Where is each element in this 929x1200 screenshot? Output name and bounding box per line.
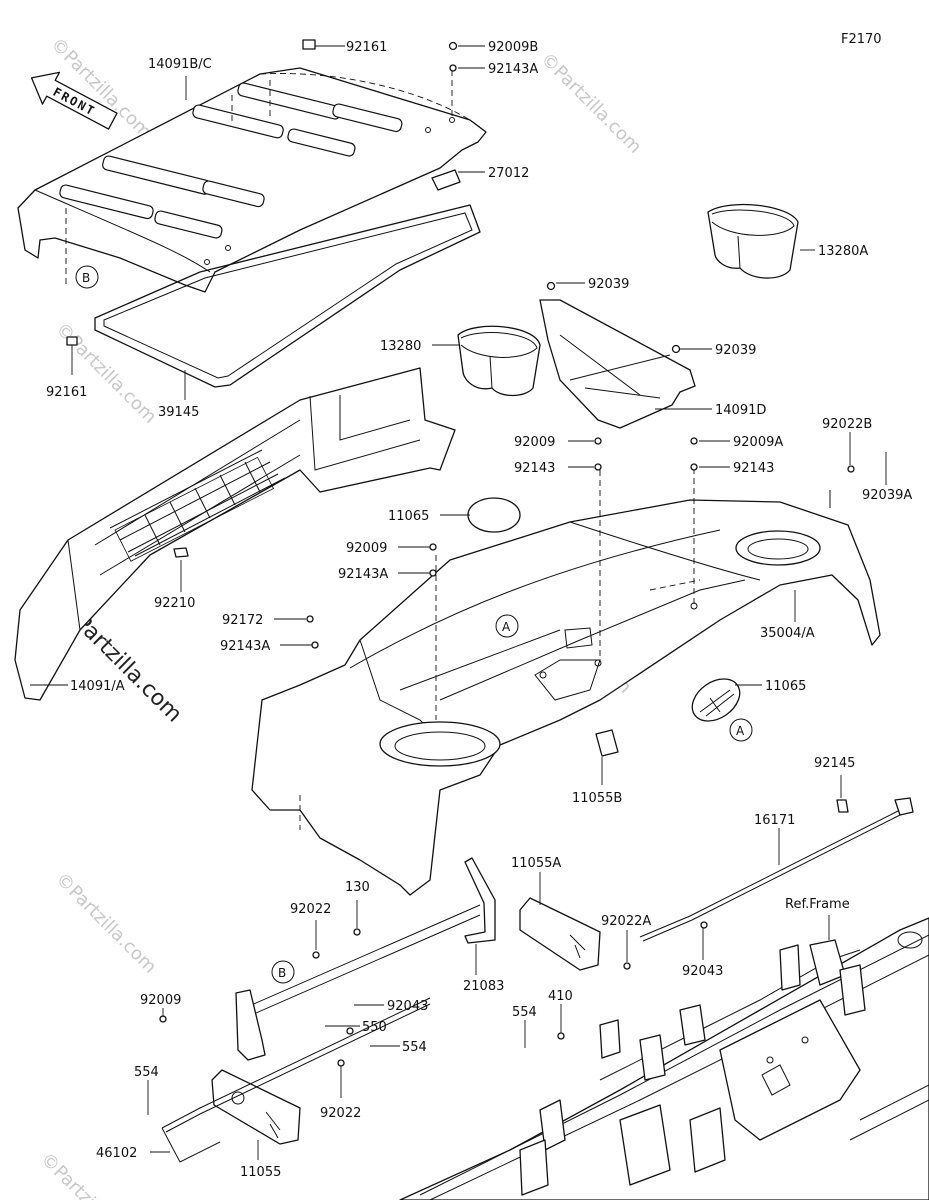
label-92009b: 92009B bbox=[488, 40, 538, 55]
label-92043-right: 92043 bbox=[682, 964, 723, 979]
label-11065-right: 11065 bbox=[765, 679, 806, 694]
bracket-14091d bbox=[539, 299, 696, 429]
label-554-left: 554 bbox=[134, 1065, 159, 1080]
label-92143a-left: 92143A bbox=[220, 639, 270, 654]
label-14091a: 14091/A bbox=[70, 679, 125, 694]
vehicle-frame bbox=[399, 917, 929, 1200]
label-46102: 46102 bbox=[96, 1146, 137, 1161]
label-11055b: 11055B bbox=[572, 791, 622, 806]
label-11065-top: 11065 bbox=[388, 509, 429, 524]
clip-27012 bbox=[431, 169, 461, 191]
rod-46102 bbox=[161, 997, 431, 1163]
leader-lines bbox=[30, 45, 887, 1160]
top-cover-14091bc bbox=[17, 67, 487, 293]
pad-92161-top bbox=[302, 39, 316, 50]
callout-b-bottom: B bbox=[271, 960, 295, 984]
label-11055: 11055 bbox=[240, 1165, 281, 1180]
label-ref-frame: Ref.Frame bbox=[785, 897, 850, 912]
label-92145: 92145 bbox=[814, 756, 855, 771]
pad-92161-left bbox=[66, 336, 78, 346]
label-92009-bottom: 92009 bbox=[140, 993, 181, 1008]
label-92161-top: 92161 bbox=[346, 40, 387, 55]
clip-92145 bbox=[836, 799, 849, 813]
label-16171: 16171 bbox=[754, 813, 795, 828]
cup-holder-13280a bbox=[707, 203, 799, 279]
cup-holder-13280 bbox=[457, 325, 541, 397]
seal-39145 bbox=[94, 204, 481, 388]
label-554-mid: 554 bbox=[512, 1005, 537, 1020]
label-13280: 13280 bbox=[380, 339, 421, 354]
label-92143-mid: 92143 bbox=[514, 461, 555, 476]
label-92210: 92210 bbox=[154, 596, 195, 611]
label-27012: 27012 bbox=[488, 166, 529, 181]
support-bar bbox=[235, 904, 481, 1061]
label-92143a-low: 92143A bbox=[338, 567, 388, 582]
callout-b-label: B bbox=[278, 966, 286, 980]
clip-92210 bbox=[173, 547, 189, 558]
label-554-center: 554 bbox=[402, 1040, 427, 1055]
label-92039-top: 92039 bbox=[588, 277, 629, 292]
label-92009-mid: 92009 bbox=[514, 435, 555, 450]
label-92143a-top: 92143A bbox=[488, 62, 538, 77]
callout-b-label: B bbox=[82, 271, 90, 285]
front-panel-14091a bbox=[14, 367, 456, 701]
label-92009a: 92009A bbox=[733, 435, 783, 450]
label-35004a: 35004/A bbox=[760, 626, 815, 641]
label-39145: 39145 bbox=[158, 405, 199, 420]
label-410: 410 bbox=[548, 989, 573, 1004]
label-92022a: 92022A bbox=[601, 914, 651, 929]
watermark: ©Partzilla.com bbox=[51, 869, 160, 978]
label-92143-right: 92143 bbox=[733, 461, 774, 476]
cap-11065-top bbox=[467, 497, 521, 533]
bracket-11055 bbox=[211, 1069, 301, 1145]
label-21083: 21083 bbox=[463, 979, 504, 994]
figure-code: F2170 bbox=[841, 32, 882, 47]
callout-a-label: A bbox=[502, 620, 511, 634]
label-92161-left: 92161 bbox=[46, 385, 87, 400]
label-11055a: 11055A bbox=[511, 856, 561, 871]
label-92009-low: 92009 bbox=[346, 541, 387, 556]
callout-a-right: A bbox=[729, 718, 753, 742]
label-14091bc: 14091B/C bbox=[148, 57, 212, 72]
label-92022-left: 92022 bbox=[290, 902, 331, 917]
rod-16171 bbox=[639, 797, 914, 942]
label-550: 550 bbox=[362, 1020, 387, 1035]
clip-11055b bbox=[595, 729, 619, 757]
watermark: ©Partzilla.com bbox=[536, 49, 645, 158]
rear-fender-35004a bbox=[251, 468, 881, 896]
callout-a-label: A bbox=[736, 724, 745, 738]
callout-a-left: A bbox=[495, 614, 519, 638]
callout-b-top: B bbox=[75, 265, 99, 289]
bracket-21083 bbox=[464, 857, 496, 944]
label-130: 130 bbox=[345, 880, 370, 895]
label-92039-mid: 92039 bbox=[715, 343, 756, 358]
label-13280a: 13280A bbox=[818, 244, 868, 259]
label-92039a: 92039A bbox=[862, 488, 912, 503]
label-92022b: 92022B bbox=[822, 417, 872, 432]
label-92022-bottom: 92022 bbox=[320, 1106, 361, 1121]
label-92172: 92172 bbox=[222, 613, 263, 628]
label-14091d: 14091D bbox=[715, 403, 766, 418]
label-92043-left: 92043 bbox=[387, 999, 428, 1014]
bracket-11055a bbox=[519, 897, 601, 971]
fasteners bbox=[159, 41, 855, 1067]
part-labels: 14091B/C 92161 92009B 92143A 27012 13280… bbox=[46, 40, 912, 1180]
